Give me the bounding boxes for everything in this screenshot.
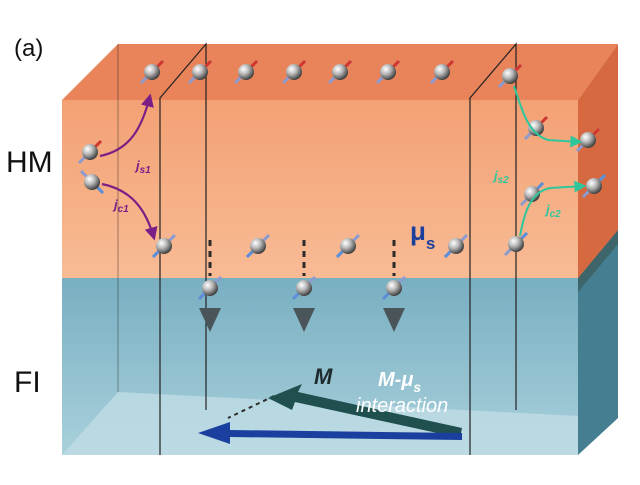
- interface-spins: [151, 233, 469, 259]
- hm-label: HM: [6, 146, 53, 179]
- js2-label: js2: [492, 168, 509, 186]
- interface-side: [578, 230, 618, 292]
- m-arrow: [268, 384, 462, 438]
- jc2-label: jc2: [544, 202, 561, 220]
- fi-bottom-face: [62, 392, 618, 455]
- jc1-label: jc1: [112, 197, 129, 215]
- top-spins: [139, 59, 523, 89]
- right-spin-current-arrow: [513, 85, 583, 148]
- right-charge-current-arrow: [519, 180, 587, 237]
- fi-spin-columns: [197, 240, 407, 332]
- mu-s-label: μs: [410, 216, 435, 253]
- field-arrow: [198, 422, 462, 444]
- js1-label: js1: [134, 158, 151, 176]
- interaction-symbol: M-μs: [378, 369, 421, 395]
- interaction-caption: interaction: [356, 395, 448, 417]
- panel-label: (a): [14, 35, 43, 62]
- m-label: M: [314, 364, 333, 389]
- left-spin-current-arrow: [99, 93, 154, 158]
- cut-planes: [117, 42, 517, 455]
- fi-label: FI: [14, 366, 41, 399]
- left-charge-current-arrow: [101, 182, 158, 241]
- left-spins: [77, 139, 105, 195]
- hm-side-face: [578, 44, 618, 278]
- hm-front-face: [62, 100, 578, 278]
- m-dashed-extension: [227, 395, 275, 419]
- right-spins: [503, 115, 607, 257]
- fi-side-face: [578, 230, 618, 455]
